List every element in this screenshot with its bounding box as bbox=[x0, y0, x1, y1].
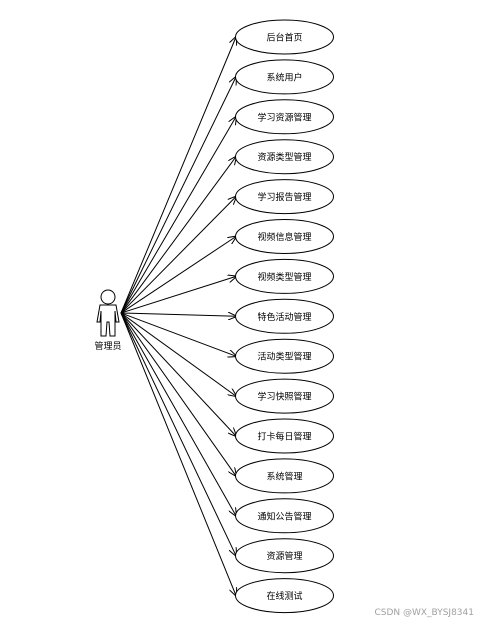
connector-arrow bbox=[120, 312, 236, 436]
use-case-label: 学习快照管理 bbox=[257, 391, 311, 403]
use-case-ellipse bbox=[235, 458, 334, 494]
use-case-ellipse bbox=[235, 378, 334, 414]
use-case: 视频类型管理 bbox=[235, 258, 334, 294]
use-case: 系统管理 bbox=[235, 458, 334, 494]
actor-label: 管理员 bbox=[94, 340, 121, 352]
use-case: 学习资源管理 bbox=[235, 99, 334, 135]
use-case-ellipse bbox=[235, 179, 334, 215]
use-case-label: 学习资源管理 bbox=[257, 111, 311, 123]
connector-arrow bbox=[120, 313, 236, 316]
connector-arrow bbox=[120, 276, 236, 314]
connector-arrow bbox=[120, 312, 236, 356]
use-case: 资源管理 bbox=[235, 538, 334, 574]
use-case-label: 活动类型管理 bbox=[257, 351, 311, 363]
use-case: 资源类型管理 bbox=[235, 139, 334, 175]
use-case-label: 资源管理 bbox=[266, 550, 302, 562]
use-case: 打卡每日管理 bbox=[235, 418, 334, 454]
use-case: 特色活动管理 bbox=[235, 298, 334, 334]
use-case-ellipse bbox=[235, 418, 334, 454]
use-case-ellipse bbox=[235, 19, 334, 55]
connector-arrow bbox=[120, 37, 236, 314]
use-case: 后台首页 bbox=[235, 19, 334, 55]
use-case-label: 通知公告管理 bbox=[257, 510, 311, 522]
use-case-label: 后台首页 bbox=[266, 32, 302, 44]
connector-arrow bbox=[120, 237, 236, 314]
connector-arrow bbox=[120, 312, 236, 516]
use-case-label: 学习报告管理 bbox=[257, 191, 311, 203]
use-case: 视频信息管理 bbox=[235, 219, 334, 254]
connector-arrow bbox=[120, 312, 236, 476]
watermark: CSDN @WX_BYSJ8341 bbox=[374, 608, 474, 618]
use-case-ellipse bbox=[235, 59, 334, 95]
connector-arrow bbox=[120, 312, 236, 596]
use-case: 学习报告管理 bbox=[235, 179, 334, 215]
use-case-ellipse bbox=[235, 99, 334, 135]
use-case-label: 系统管理 bbox=[266, 470, 302, 482]
actor-head bbox=[100, 289, 116, 305]
use-case-label: 视频信息管理 bbox=[257, 231, 311, 243]
use-case-ellipse bbox=[235, 498, 334, 534]
use-case: 通知公告管理 bbox=[235, 498, 334, 534]
use-case-ellipse bbox=[235, 578, 334, 614]
use-case-group: 后台首页系统用户学习资源管理资源类型管理学习报告管理视频信息管理视频类型管理特色… bbox=[235, 19, 334, 614]
connector-arrow bbox=[120, 157, 236, 314]
connector-arrow bbox=[120, 197, 236, 314]
actor-body bbox=[96, 304, 120, 337]
use-case-ellipse bbox=[235, 538, 334, 574]
use-case-ellipse bbox=[235, 338, 334, 374]
use-case: 学习快照管理 bbox=[235, 378, 334, 414]
use-case: 系统用户 bbox=[235, 59, 334, 95]
connector-arrow bbox=[120, 77, 236, 314]
connector-arrow bbox=[120, 117, 236, 314]
use-case: 在线测试 bbox=[235, 578, 334, 614]
use-case-ellipse bbox=[235, 139, 334, 175]
use-case-ellipse bbox=[235, 219, 334, 254]
use-case-ellipse bbox=[235, 298, 334, 334]
use-case-label: 资源类型管理 bbox=[257, 151, 311, 163]
use-case-label: 打卡每日管理 bbox=[257, 431, 311, 443]
use-case: 活动类型管理 bbox=[235, 338, 334, 374]
connector-arrow bbox=[120, 312, 236, 556]
use-case-label: 系统用户 bbox=[266, 71, 302, 83]
actor-admin: 管理员 bbox=[94, 289, 122, 352]
connector-arrow bbox=[120, 312, 236, 396]
use-case-ellipse bbox=[235, 258, 334, 294]
use-case-label: 特色活动管理 bbox=[257, 311, 311, 323]
use-case-label: 在线测试 bbox=[266, 590, 302, 602]
use-case-label: 视频类型管理 bbox=[257, 271, 311, 283]
connector-group bbox=[120, 37, 236, 596]
